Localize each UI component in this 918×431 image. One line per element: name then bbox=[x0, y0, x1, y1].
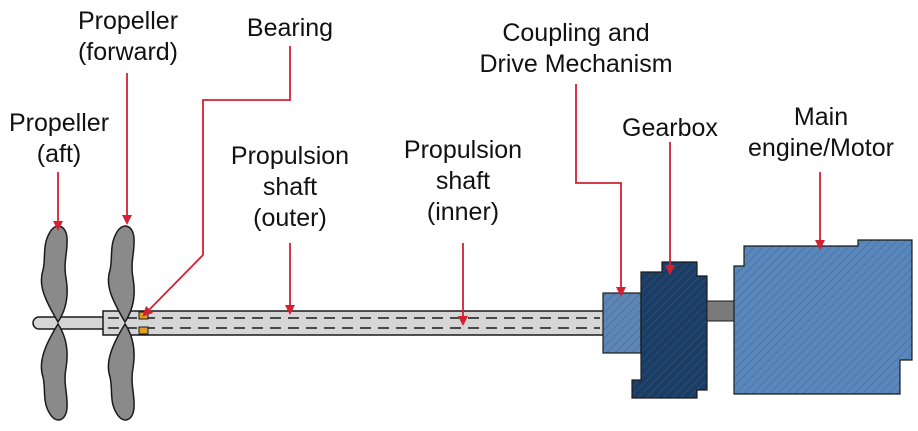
label-gearbox: Gearbox bbox=[610, 113, 730, 144]
label-engine-line2: engine/Motor bbox=[748, 134, 894, 162]
gear-shaft bbox=[706, 300, 735, 322]
propeller-forward-blade-upper bbox=[107, 225, 135, 324]
label-shaft-outer-line1: Propulsion bbox=[230, 142, 350, 170]
coupling-block bbox=[602, 292, 642, 354]
label-bearing: Bearing bbox=[234, 13, 346, 44]
label-coupling-line1: Coupling and bbox=[502, 19, 650, 47]
label-shaft-outer-line2: shaft bbox=[262, 173, 318, 201]
label-coupling: Coupling and Drive Mechanism bbox=[460, 18, 692, 80]
label-shaft-outer-line3: (outer) bbox=[253, 204, 327, 232]
propeller-forward-blade-lower bbox=[107, 322, 135, 421]
bearing-block-bottom bbox=[138, 326, 149, 335]
label-gearbox-line1: Gearbox bbox=[622, 114, 718, 142]
label-propeller-forward-line2: (forward) bbox=[77, 38, 178, 66]
label-shaft-inner-line1: Propulsion bbox=[403, 136, 523, 164]
outer-shaft bbox=[102, 310, 606, 336]
arrow-coupling bbox=[575, 84, 626, 297]
label-coupling-line2: Drive Mechanism bbox=[479, 50, 673, 78]
engine-body bbox=[733, 239, 913, 395]
label-engine-line1: Main bbox=[793, 103, 849, 131]
label-propeller-forward: Propeller (forward) bbox=[66, 6, 190, 68]
label-propeller-aft-line1: Propeller bbox=[8, 109, 110, 137]
propeller-aft-blade-upper bbox=[40, 225, 68, 324]
label-shaft-inner: Propulsion shaft (inner) bbox=[392, 135, 534, 228]
label-engine: Main engine/Motor bbox=[737, 102, 905, 164]
label-bearing-line1: Bearing bbox=[246, 14, 334, 42]
label-shaft-inner-line2: shaft bbox=[435, 167, 491, 195]
label-shaft-inner-line3: (inner) bbox=[426, 198, 500, 226]
arrow-bearing bbox=[142, 46, 291, 317]
inner-shaft-aft-stub bbox=[32, 316, 109, 330]
label-propeller-aft-line2: (aft) bbox=[36, 140, 82, 168]
label-shaft-outer: Propulsion shaft (outer) bbox=[219, 141, 361, 234]
gearbox-body bbox=[631, 261, 708, 399]
propeller-aft-blade-lower bbox=[40, 322, 68, 421]
label-propeller-aft: Propeller (aft) bbox=[4, 108, 114, 170]
label-propeller-forward-line1: Propeller bbox=[77, 7, 179, 35]
